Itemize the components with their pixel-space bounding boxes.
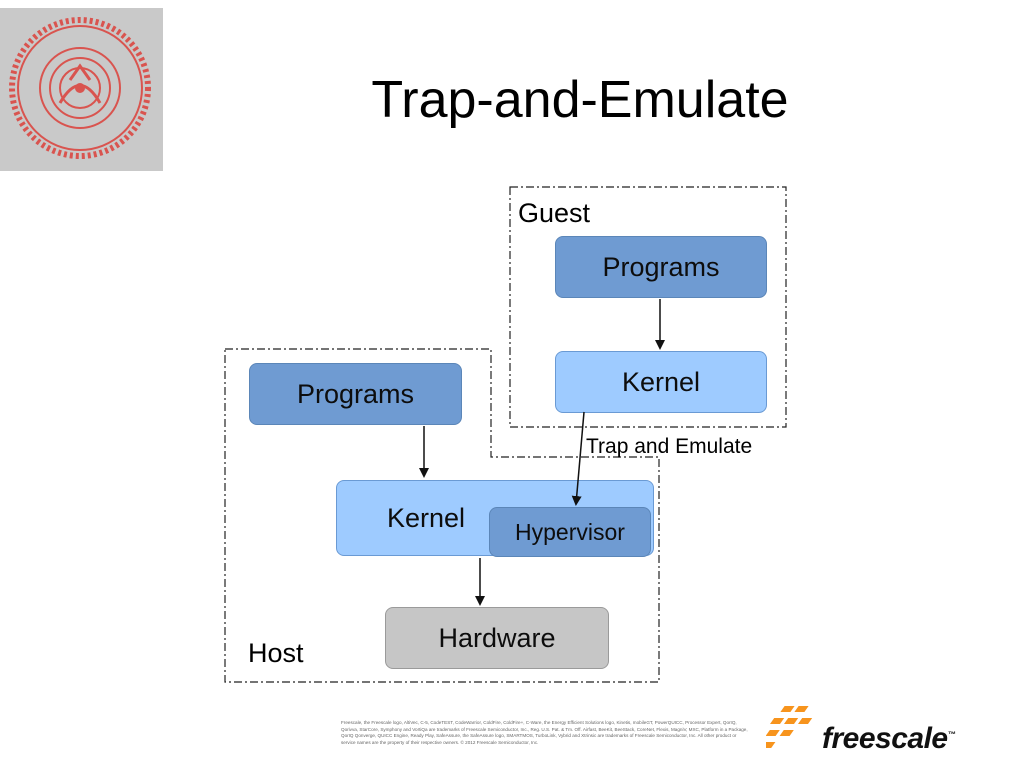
hardware-label: Hardware bbox=[438, 622, 556, 653]
hypervisor-box: Hypervisor bbox=[489, 507, 651, 557]
guest-kernel-box: Kernel bbox=[555, 351, 767, 413]
host-frame bbox=[224, 348, 660, 683]
guest-programs-label: Programs bbox=[602, 251, 720, 282]
freescale-logo-icon bbox=[766, 706, 813, 748]
guest-frame bbox=[509, 186, 787, 428]
institute-logo bbox=[0, 8, 163, 171]
iit-delhi-seal-icon bbox=[9, 17, 151, 159]
guest-kernel-label: Kernel bbox=[621, 366, 701, 397]
hypervisor-label: Hypervisor bbox=[515, 518, 625, 545]
legal-fine-print: Freescale, the Freescale logo, AltiVec, … bbox=[341, 720, 748, 745]
trademark-symbol: ™ bbox=[947, 730, 956, 739]
guest-programs-box: Programs bbox=[555, 236, 767, 298]
hardware-box: Hardware bbox=[385, 607, 609, 669]
host-label: Host bbox=[248, 638, 304, 668]
host-kernel-label: Kernel bbox=[387, 502, 466, 533]
trap-and-emulate-label: Trap and Emulate bbox=[586, 435, 753, 458]
trap-arrow bbox=[571, 411, 585, 506]
slide-title: Trap-and-Emulate bbox=[371, 71, 789, 129]
host-programs-label: Programs bbox=[296, 378, 415, 409]
host-programs-box: Programs bbox=[249, 363, 462, 425]
freescale-wordmark: freescale™ bbox=[822, 722, 956, 756]
guest-label: Guest bbox=[518, 198, 591, 228]
freescale-brand-text: freescale bbox=[822, 722, 948, 755]
